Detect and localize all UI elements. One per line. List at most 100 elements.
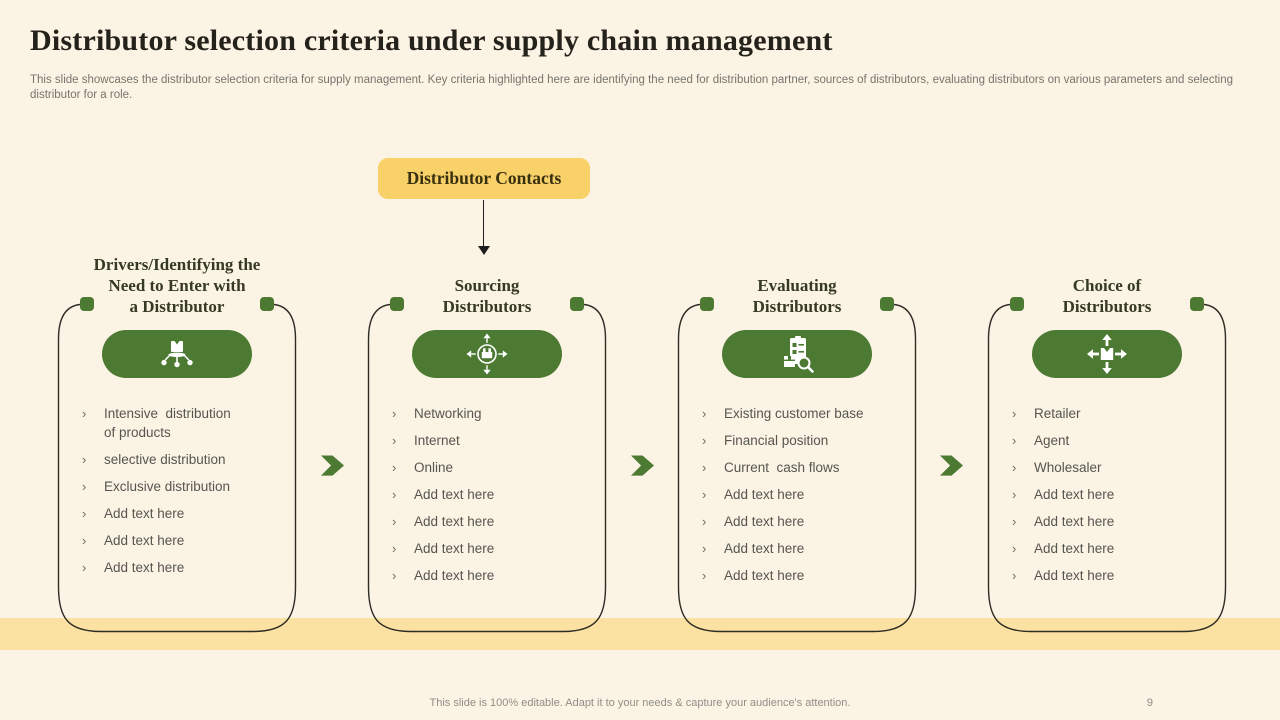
list-item: › Add text here <box>392 566 598 585</box>
chevron-bullet-icon: › <box>1012 541 1017 556</box>
list-item: ›Add text here <box>702 539 908 558</box>
list-item: › Add text here <box>1012 539 1218 558</box>
chevron-bullet-icon: › <box>1012 433 1017 448</box>
list-item: › Add text here <box>392 512 598 531</box>
connector-line <box>483 200 484 247</box>
list-item: ›Add text here <box>1012 512 1218 531</box>
list-item-text: Networking <box>414 406 482 421</box>
list-item: › selective distribution <box>82 450 288 469</box>
slide-description: This slide showcases the distributor sel… <box>30 74 1234 101</box>
list-item: › Networking <box>392 404 598 423</box>
list-item-text: Current cash flows <box>724 460 840 475</box>
corner-square <box>1010 297 1024 311</box>
criteria-list: ›Retailer›Agent›Wholesaler›Add text here… <box>1012 404 1218 593</box>
distribution-choice-icon <box>1087 334 1127 374</box>
list-item-text: Add text here <box>414 514 495 529</box>
icon-pill <box>722 330 872 378</box>
list-item-text: Exclusive distribution <box>104 479 231 494</box>
chevron-bullet-icon: › <box>392 568 397 583</box>
distributor-contacts-badge: Distributor Contacts <box>378 158 590 199</box>
column-choice: Choice of Distributors ›Retailer›Agent›W… <box>987 240 1227 640</box>
chevron-bullet-icon: › <box>82 533 87 548</box>
corner-square <box>260 297 274 311</box>
list-item: › Intensive distribution of products <box>82 404 288 442</box>
list-item: › Add text here <box>1012 485 1218 504</box>
list-item: › Current cash flows <box>702 458 908 477</box>
corner-square <box>390 297 404 311</box>
list-item: ›Add text here <box>82 504 288 523</box>
list-item-text: Add text here <box>724 541 805 556</box>
list-item: › Add text here <box>82 558 288 577</box>
list-item: › Add text here <box>392 485 598 504</box>
list-item-text: Intensive distribution of products <box>104 406 231 440</box>
chevron-bullet-icon: › <box>82 452 87 467</box>
list-item: › Wholesaler <box>1012 458 1218 477</box>
list-item: ›Existing customer base <box>702 404 908 423</box>
flow-chevron-icon <box>631 455 654 476</box>
icon-pill <box>1032 330 1182 378</box>
list-item: ›Add text here <box>392 539 598 558</box>
chevron-bullet-icon: › <box>392 406 397 421</box>
chevron-bullet-icon: › <box>1012 460 1017 475</box>
icon-pill <box>412 330 562 378</box>
box-outline <box>987 303 1227 633</box>
chevron-bullet-icon: › <box>1012 568 1017 583</box>
corner-square <box>80 297 94 311</box>
list-item-text: Add text here <box>104 533 185 548</box>
evaluation-checklist-icon <box>784 336 814 373</box>
list-item-text: Add text here <box>724 514 805 529</box>
list-item-text: Add text here <box>104 506 185 521</box>
page-title: Distributor selection criteria under sup… <box>30 24 833 57</box>
footer-note: This slide is 100% editable. Adapt it to… <box>429 697 851 709</box>
list-item-text: selective distribution <box>104 452 226 467</box>
corner-square <box>570 297 584 311</box>
chevron-bullet-icon: › <box>702 568 707 583</box>
criteria-list: › Intensive distribution of products › sele… <box>82 404 288 585</box>
list-item-text: Add text here <box>414 568 495 583</box>
list-item-text: Add text here <box>724 568 805 583</box>
flow-chevron-icon <box>321 455 344 476</box>
list-item: › Exclusive distribution <box>82 477 288 496</box>
chevron-bullet-icon: › <box>82 560 87 575</box>
chevron-bullet-icon: › <box>702 460 707 475</box>
chevron-bullet-icon: › <box>392 433 397 448</box>
list-item: › Add text here <box>702 485 908 504</box>
chevron-bullet-icon: › <box>702 433 707 448</box>
chevron-bullet-icon: › <box>392 487 397 502</box>
box-outline <box>367 303 607 633</box>
list-item-text: Financial position <box>724 433 829 448</box>
flow-chevron-icon <box>940 455 963 476</box>
corner-square <box>1190 297 1204 311</box>
chevron-bullet-icon: › <box>702 487 707 502</box>
list-item: ›Internet <box>392 431 598 450</box>
chevron-bullet-icon: › <box>1012 487 1017 502</box>
page-number: 9 <box>1146 697 1153 709</box>
list-item-text: Add text here <box>1034 487 1115 502</box>
list-item-text: Add text here <box>1034 541 1115 556</box>
list-item-text: Add text here <box>724 487 805 502</box>
chevron-bullet-icon: › <box>392 514 397 529</box>
list-item: › Add text here <box>82 531 288 550</box>
corner-square <box>880 297 894 311</box>
column-drivers: Drivers/Identifying the Need to Enter wi… <box>57 240 297 640</box>
icon-pill <box>102 330 252 378</box>
chevron-bullet-icon: › <box>392 460 397 475</box>
global-sourcing-icon <box>466 333 508 375</box>
column-sourcing: Sourcing Distributors ›Networking›Intern… <box>367 240 607 640</box>
list-item-text: Online <box>414 460 454 475</box>
list-item-text: Add text here <box>414 487 495 502</box>
list-item-text: Retailer <box>1034 406 1081 421</box>
box-outline <box>57 303 297 633</box>
down-arrow-icon <box>478 246 490 255</box>
chevron-bullet-icon: › <box>1012 406 1017 421</box>
list-item-text: Add text here <box>104 560 185 575</box>
list-item: ›Agent <box>1012 431 1218 450</box>
column-header: Drivers/Identifying the Need to Enter wi… <box>93 255 261 316</box>
list-item-text: Wholesaler <box>1034 460 1102 475</box>
list-item: › Add text here <box>702 566 908 585</box>
chevron-bullet-icon: › <box>82 406 87 421</box>
chevron-bullet-icon: › <box>82 479 87 494</box>
list-item-text: Add text here <box>1034 568 1115 583</box>
distribution-network-icon <box>161 340 193 367</box>
